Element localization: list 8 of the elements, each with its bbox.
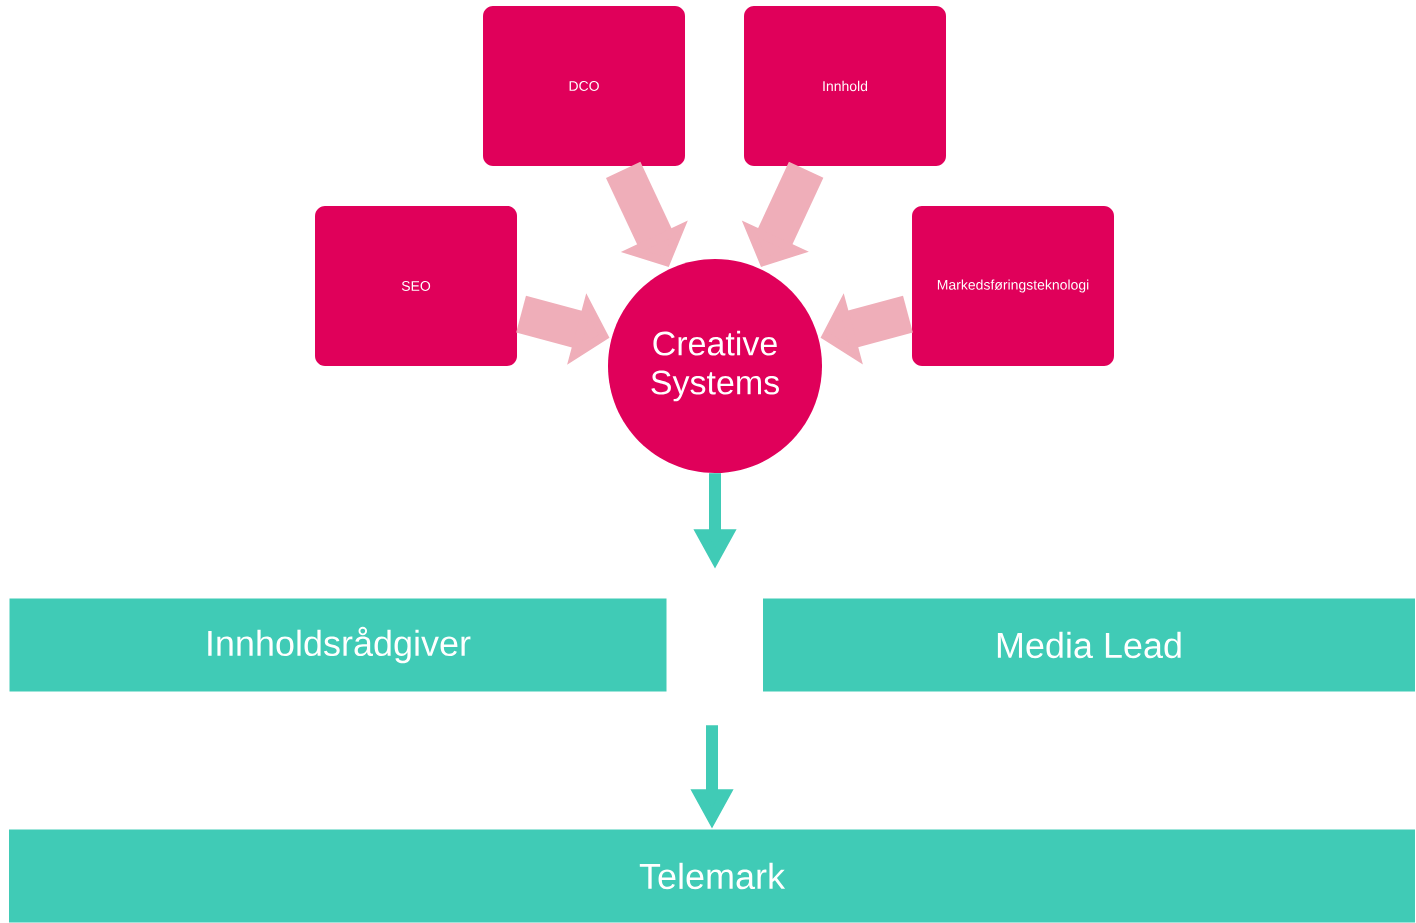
process-box: Markedsføringsteknologi [912, 206, 1114, 366]
process-box: DCO [483, 6, 685, 166]
process-box: SEO [315, 206, 517, 366]
role-bar: Media Lead [763, 598, 1415, 692]
location-bar: Telemark [9, 829, 1415, 923]
process-box: Innhold [744, 6, 946, 166]
block-arrow [606, 161, 688, 267]
role-bar: Innholdsrådgiver [9, 598, 667, 692]
